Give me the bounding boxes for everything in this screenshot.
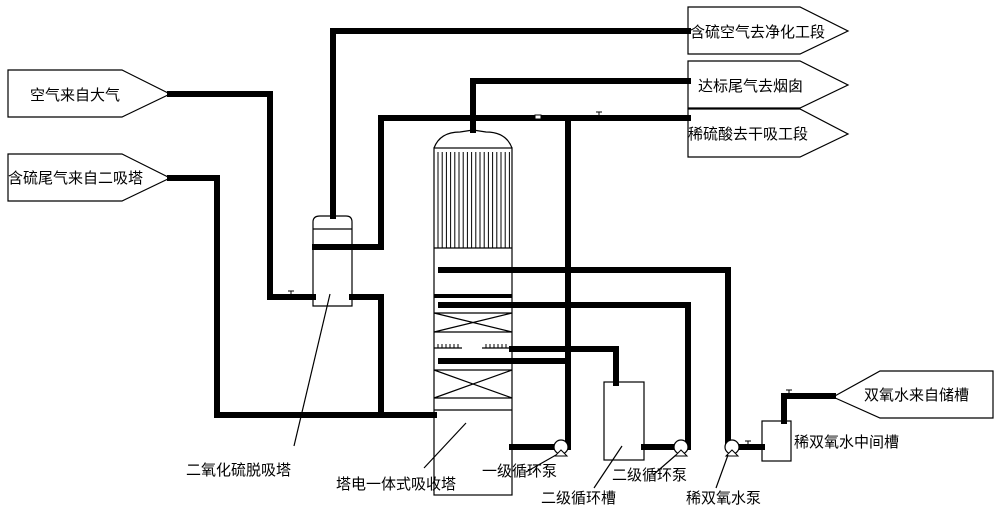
label-so2-desorption-tower: 二氧化硫脱吸塔 — [186, 461, 291, 479]
arrow-box-shape — [687, 60, 850, 109]
output-label: 稀硫酸去干吸工段 — [688, 125, 808, 143]
label-secondary-circulation-tank: 二级循环槽 — [541, 489, 616, 507]
demister-tubes — [437, 152, 510, 248]
pipelines — [167, 28, 836, 450]
arrow-box-shape — [687, 6, 850, 55]
pipe-to-secondary-tank — [509, 346, 619, 386]
arrow-box-shape — [687, 108, 850, 158]
pump-icon — [673, 439, 689, 457]
dilute-h2o2-intermediate-tank — [761, 420, 792, 462]
flowmeter-icon — [534, 114, 542, 120]
arrow-box-shape — [7, 69, 172, 118]
output-sulfur-air: 含硫空气去净化工段 — [687, 6, 850, 55]
label-dilute-h2o2-pump: 稀双氧水泵 — [686, 489, 761, 507]
distributor-teeth — [437, 344, 507, 348]
output-compliant-tail-gas: 达标尾气去烟囱 — [687, 60, 850, 109]
packing-bed-lower — [433, 369, 513, 399]
pipe-tail-gas-out — [470, 78, 691, 133]
input-tail-gas: 含硫尾气来自二吸塔 — [7, 153, 172, 202]
pipe-h2o2-feed — [781, 393, 836, 424]
output-label: 含硫空气去净化工段 — [690, 23, 825, 41]
input-label: 含硫尾气来自二吸塔 — [8, 169, 143, 187]
pipe-tail-gas-in — [167, 175, 437, 418]
label-dilute-h2o2-intermediate-tank: 稀双氧水中间槽 — [794, 433, 899, 451]
leader-line — [652, 454, 677, 476]
input-h2o2-from-storage: 双氧水来自储槽 — [831, 370, 994, 419]
arrow-box-shape — [831, 370, 994, 419]
valves — [288, 111, 792, 447]
pipe-secondary-spray — [438, 302, 691, 450]
pipe-h2o2-spray — [438, 267, 731, 450]
label-secondary-circulation-pump: 二级循环泵 — [612, 466, 687, 484]
pipe-air-in — [167, 91, 316, 300]
leader-line — [593, 445, 623, 489]
tower-body — [433, 147, 513, 496]
leader-line — [423, 422, 467, 469]
packing-bed-upper — [433, 312, 513, 333]
pump-icon — [724, 439, 740, 457]
label-integrated-absorption-tower: 塔电一体式吸收塔 — [336, 475, 456, 493]
valve-icon — [786, 389, 792, 396]
input-label: 双氧水来自储槽 — [864, 386, 969, 404]
pipe-desorber-bottom — [349, 294, 384, 418]
output-dilute-acid: 稀硫酸去干吸工段 — [687, 108, 850, 158]
so2-desorption-tower — [312, 215, 353, 307]
valve-icon — [288, 290, 294, 297]
leader-line — [715, 454, 729, 489]
pipe-sulfur-air-out — [330, 28, 691, 219]
vessel-body — [312, 215, 353, 307]
arrow-box-shape — [7, 153, 172, 202]
leader-line — [525, 454, 557, 473]
input-air-from-atmosphere: 空气来自大气 — [7, 69, 172, 118]
output-label: 达标尾气去烟囱 — [698, 77, 803, 95]
leader-line — [293, 293, 331, 447]
secondary-circulation-tank — [603, 381, 645, 461]
leader-lines — [293, 293, 729, 489]
valve-icon — [745, 440, 751, 447]
valve-icon — [596, 111, 602, 118]
pump-icon — [553, 439, 569, 457]
label-primary-circulation-pump: 一级循环泵 — [482, 462, 557, 480]
input-label: 空气来自大气 — [30, 86, 120, 104]
integrated-absorption-tower — [433, 129, 513, 496]
